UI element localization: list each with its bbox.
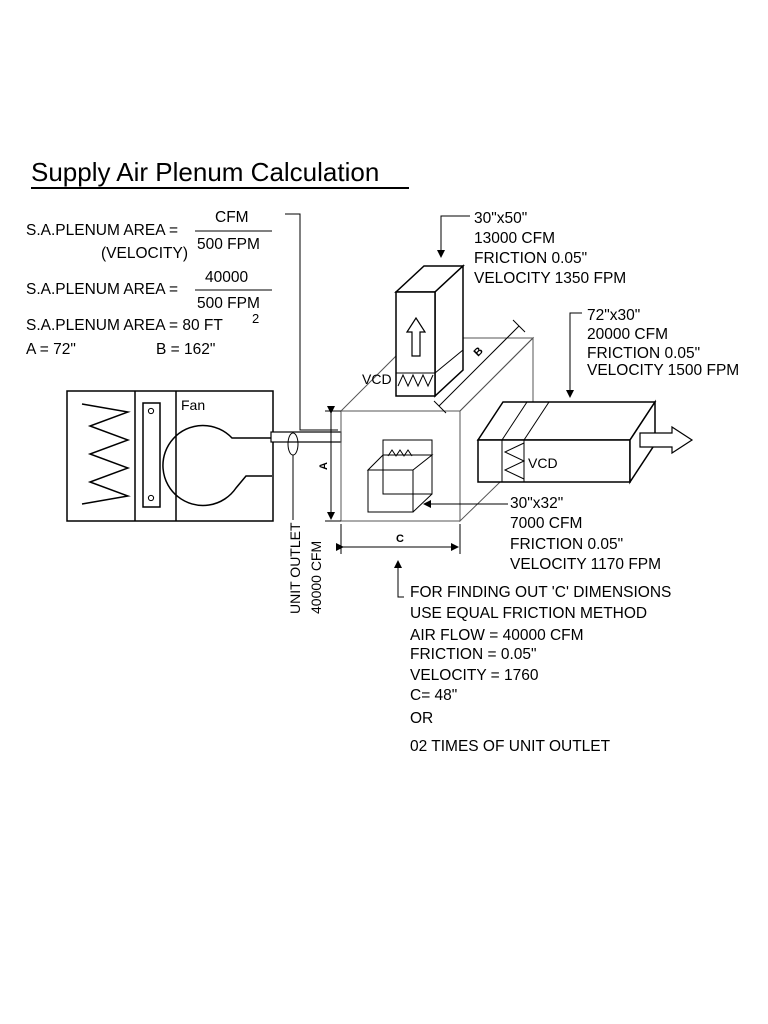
ahu-casing xyxy=(66,390,274,522)
note-line: C= 48" xyxy=(410,687,457,704)
dimension-a-value: A = 72" xyxy=(26,341,76,358)
front-duct-cfm: 7000 CFM xyxy=(510,515,582,532)
top-duct-leader xyxy=(437,215,470,258)
velocity-note: (VELOCITY) xyxy=(101,245,188,262)
formula-lhs-2: S.A.PLENUM AREA = xyxy=(26,281,178,298)
note-line: 02 TIMES OF UNIT OUTLET xyxy=(410,738,611,755)
front-duct-friction: FRICTION 0.05" xyxy=(510,536,623,553)
damper-zigzag-front xyxy=(387,449,413,457)
formula-result: S.A.PLENUM AREA = 80 FT xyxy=(26,317,223,334)
note-line: FOR FINDING OUT 'C' DIMENSIONS xyxy=(410,584,671,601)
dimension-c-label: C xyxy=(396,533,404,545)
dimension-b-line xyxy=(438,325,520,407)
fan-scroll-icon xyxy=(162,424,272,507)
front-duct-velocity: VELOCITY 1170 FPM xyxy=(510,556,661,573)
damper-zigzag-top xyxy=(397,373,434,388)
front-duct-note: 30"x32" 7000 CFM FRICTION 0.05" VELOCITY… xyxy=(510,495,661,573)
note-line: OR xyxy=(410,710,433,727)
note-line: USE EQUAL FRICTION METHOD xyxy=(410,605,647,622)
filter-icon xyxy=(142,402,161,508)
formula-lhs-1: S.A.PLENUM AREA = xyxy=(26,222,178,239)
title-underline xyxy=(31,187,409,189)
front-opening xyxy=(382,439,433,495)
plenum-front-face xyxy=(340,410,461,522)
formula-leader-line xyxy=(285,213,338,431)
airflow-up-arrow-icon xyxy=(405,316,427,357)
right-duct-size: 72"x30" xyxy=(587,307,640,324)
formula-numerator-1: CFM xyxy=(215,209,249,226)
unit-outlet-cfm: 40000 CFM xyxy=(308,541,324,614)
formula-block: S.A.PLENUM AREA = CFM 500 FPM (VELOCITY)… xyxy=(26,209,272,358)
diagram-title: Supply Air Plenum Calculation xyxy=(31,157,380,187)
front-duct-size: 30"x32" xyxy=(510,495,563,512)
top-duct xyxy=(394,264,465,398)
unit-outlet-label: UNIT OUTLET xyxy=(287,522,303,614)
c-dimension-leader xyxy=(394,560,404,598)
right-duct-velocity: VELOCITY 1500 FPM xyxy=(587,362,739,379)
top-duct-velocity: VELOCITY 1350 FPM xyxy=(474,270,626,287)
formula-denominator-1: 500 FPM xyxy=(197,236,260,253)
note-line: FRICTION = 0.05" xyxy=(410,646,537,663)
note-line: VELOCITY = 1760 xyxy=(410,667,539,684)
top-duct-friction: FRICTION 0.05" xyxy=(474,250,587,267)
right-duct-leader xyxy=(566,312,582,398)
top-duct-note: 30"x50" 13000 CFM FRICTION 0.05" VELOCIT… xyxy=(474,210,626,287)
right-duct-friction: FRICTION 0.05" xyxy=(587,345,700,362)
dimension-b-label: B xyxy=(472,345,486,359)
right-duct-cfm: 20000 CFM xyxy=(587,326,668,343)
airflow-right-arrow-icon xyxy=(639,425,694,455)
vcd-label-right: VCD xyxy=(528,455,558,471)
dimension-a-label: A xyxy=(318,462,330,470)
coil-icon xyxy=(81,403,131,505)
fan-label: Fan xyxy=(181,397,205,413)
air-handling-unit: Fan xyxy=(66,390,342,522)
top-duct-cfm: 13000 CFM xyxy=(474,230,555,247)
formula-denominator-2: 500 FPM xyxy=(197,295,260,312)
c-dimension-notes: FOR FINDING OUT 'C' DIMENSIONS USE EQUAL… xyxy=(410,584,671,755)
vcd-label-top: VCD xyxy=(362,371,392,387)
note-line: AIR FLOW = 40000 CFM xyxy=(410,627,584,644)
formula-numerator-2: 40000 xyxy=(205,269,248,286)
right-duct-note: 72"x30" 20000 CFM FRICTION 0.05" VELOCIT… xyxy=(587,307,739,379)
top-duct-size: 30"x50" xyxy=(474,210,527,227)
dimension-b-value: B = 162" xyxy=(156,341,215,358)
damper-zigzag-right xyxy=(503,442,526,480)
formula-result-exponent: 2 xyxy=(252,311,259,326)
right-duct xyxy=(476,399,694,485)
